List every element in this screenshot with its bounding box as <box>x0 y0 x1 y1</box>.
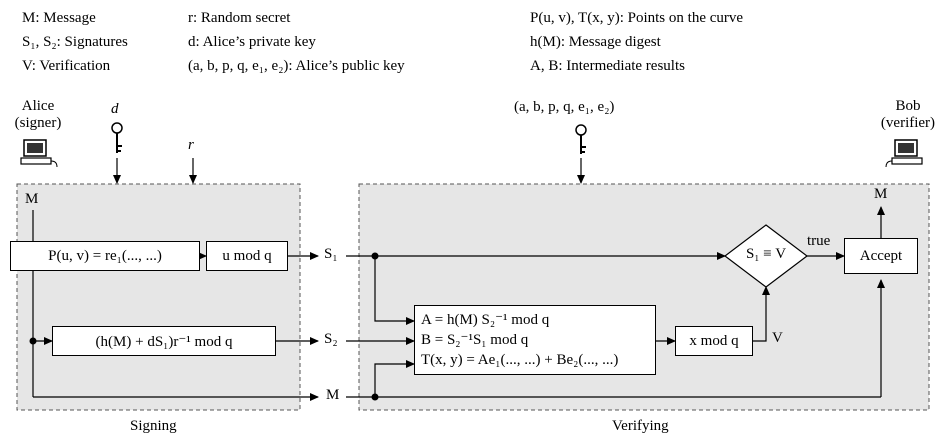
compare-label: S₁ ≡ V <box>745 246 787 262</box>
alice-computer-icon <box>20 139 58 168</box>
s1-to-verify-box <box>374 256 415 325</box>
signing-panel <box>16 183 301 411</box>
verify-line-b: B = S₂⁻¹S₁ mod q <box>421 332 529 348</box>
private-key-label: d <box>111 101 119 117</box>
point-computation-box: P(u, v) = re₁(..., ...) <box>10 241 200 271</box>
verifying-panel <box>358 183 930 411</box>
x-mod-q-box: x mod q <box>675 326 753 356</box>
public-key-label: (a, b, p, q, e₁, e₂) <box>514 99 615 115</box>
compare-diamond <box>724 224 808 288</box>
signing-caption: Signing <box>130 418 177 434</box>
xmod-to-compare <box>753 286 770 342</box>
true-label: true <box>807 233 831 249</box>
legend-item: P(u, v), T(x, y): Points on the curve <box>530 10 744 26</box>
s1-label: S₁ <box>324 246 338 262</box>
alice-role: (signer) <box>14 115 62 131</box>
signing-message-label: M <box>25 191 39 207</box>
bob-name: Bob <box>895 98 921 114</box>
legend-item: h(M): Message digest <box>530 34 661 50</box>
legend-col3: P(u, v), T(x, y): Points on the curve h(… <box>530 9 743 75</box>
s2-computation-box: (h(M) + dS₁)r⁻¹ mod q <box>52 326 276 356</box>
legend-item: V: Verification <box>22 58 111 74</box>
output-m-label: M <box>874 186 888 202</box>
legend-item: (a, b, p, q, e₁, e₂): Alice’s public key <box>188 58 405 74</box>
legend-item: S₁, S₂: Signatures <box>22 34 128 50</box>
channel-m-label: M <box>326 387 340 403</box>
verifying-caption: Verifying <box>612 418 669 434</box>
bob-computer-icon <box>885 139 923 168</box>
v-label: V <box>772 330 783 346</box>
private-key-icon <box>111 122 123 153</box>
public-key-icon <box>575 124 587 154</box>
alice-label: Alice (signer) <box>14 98 62 132</box>
bob-role: (verifier) <box>880 115 936 131</box>
legend-col1: M: Message S₁, S₂: Signatures V: Verific… <box>22 9 128 75</box>
u-mod-q-box: u mod q <box>206 241 288 271</box>
verify-computation-box: A = h(M) S₂⁻¹ mod q B = S₂⁻¹S₁ mod q T(x… <box>414 305 656 375</box>
legend-item: r: Random secret <box>188 10 291 26</box>
legend-item: A, B: Intermediate results <box>530 58 685 74</box>
s2-label: S₂ <box>324 331 338 347</box>
accept-box: Accept <box>844 238 918 274</box>
legend-item: M: Message <box>22 10 96 26</box>
verify-line-a: A = h(M) S₂⁻¹ mod q <box>421 312 550 328</box>
verify-line-t: T(x, y) = Ae₁(..., ...) + Be₂(..., ...) <box>421 352 619 368</box>
legend-item: d: Alice’s private key <box>188 34 316 50</box>
bob-label: Bob (verifier) <box>873 98 943 132</box>
m-to-verify-box <box>374 360 415 397</box>
alice-name: Alice <box>21 98 55 114</box>
m-junction <box>29 337 37 345</box>
random-secret-label: r <box>188 137 194 153</box>
legend-col2: r: Random secret d: Alice’s private key … <box>188 9 405 75</box>
